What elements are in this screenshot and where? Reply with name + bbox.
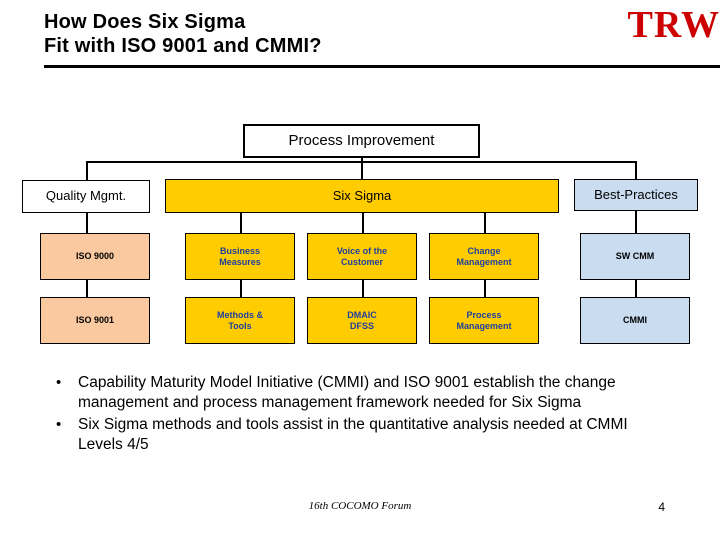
node-iso-9001: ISO 9001 (40, 297, 150, 344)
methods-tools-line-2: Tools (228, 320, 252, 331)
title-line-1: How Does Six Sigma (44, 11, 246, 33)
dmaic-line-2: DFSS (349, 320, 374, 331)
connector-six-sigma-col1-down (240, 213, 242, 233)
trw-logo: TRW (627, 4, 720, 46)
node-process-improvement: Process Improvement (243, 124, 480, 158)
title-line-2: Fit with ISO 9001 and CMMI? (44, 35, 322, 58)
bullet-marker-icon: • (56, 415, 62, 433)
bullet-text-2: Six Sigma methods and tools assist in th… (78, 415, 628, 454)
node-dmaic-dfss: DMAIC DFSS (307, 297, 417, 344)
node-process-management: Process Management (429, 297, 539, 344)
bullet-item-2: • Six Sigma methods and tools assist in … (56, 415, 676, 456)
bullet-list: • Capability Maturity Model Initiative (… (56, 373, 676, 457)
connector-quality-mgmt-down (86, 213, 88, 233)
node-best-practices: Best-Practices (574, 179, 698, 211)
connector-six-sigma-col1-mid (240, 280, 242, 297)
node-voice-of-the-customer: Voice of the Customer (307, 233, 417, 280)
connector-six-sigma-col3-mid (484, 280, 486, 297)
footer-label: 16th COCOMO Forum (308, 500, 412, 512)
node-methods-tools: Methods & Tools (185, 297, 295, 344)
change-mgmt-line-1: Change (467, 246, 501, 257)
node-sw-cmm: SW CMM (580, 233, 690, 280)
connector-six-sigma-col3-down (484, 213, 486, 233)
node-change-management: Change Management (429, 233, 539, 280)
node-business-measures: Business Measures (185, 233, 295, 280)
voice-customer-line-2: Customer (340, 256, 383, 267)
connector-best-practices-down (635, 211, 637, 233)
bullet-item-1: • Capability Maturity Model Initiative (… (56, 373, 676, 414)
dmaic-line-1: DMAIC (347, 310, 377, 321)
process-mgmt-line-2: Management (456, 320, 512, 331)
page-number: 4 (658, 500, 665, 514)
node-cmmi: CMMI (580, 297, 690, 344)
connector-left-branch (86, 161, 88, 181)
methods-tools-line-1: Methods & (217, 310, 263, 321)
connector-iso-column (86, 280, 88, 297)
node-iso-9000: ISO 9000 (40, 233, 150, 280)
connector-middle-branch (361, 158, 363, 181)
bullet-marker-icon: • (56, 374, 62, 391)
process-mgmt-line-1: Process (466, 310, 502, 321)
node-quality-mgmt: Quality Mgmt. (22, 180, 150, 213)
connector-right-branch (635, 161, 637, 181)
header-divider (44, 65, 720, 68)
connector-six-sigma-col2-mid (362, 280, 364, 297)
business-measures-line-2: Measures (219, 256, 261, 267)
bullet-text-1: Capability Maturity Model Initiative (CM… (78, 374, 616, 412)
business-measures-line-1: Business (219, 246, 261, 257)
voice-customer-line-1: Voice of the (336, 246, 388, 257)
node-six-sigma: Six Sigma (165, 179, 559, 213)
page-title: How Does Six Sigma Fit with ISO 9001 and… (44, 10, 504, 59)
connector-best-practices-mid (635, 280, 637, 297)
connector-six-sigma-col2-down (362, 213, 364, 233)
change-mgmt-line-2: Management (456, 256, 512, 267)
